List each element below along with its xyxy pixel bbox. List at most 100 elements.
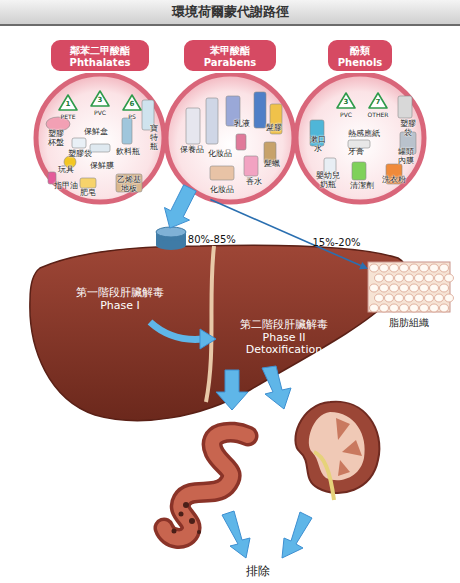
product-label: OTHER: [368, 112, 389, 119]
fat-cell: [400, 264, 409, 272]
fat-cell: [380, 304, 389, 312]
fat-cell: [395, 294, 404, 302]
product-label: PVC: [340, 112, 352, 119]
source-circle: [36, 74, 164, 202]
product-label: 漱口水: [309, 135, 327, 153]
product-icon: [352, 162, 366, 180]
product-label: 塑膠袋: [68, 149, 92, 158]
product-label: 指甲油: [54, 181, 78, 190]
product-label: 罐頭內膜: [397, 147, 415, 165]
fat-cell: [370, 264, 379, 272]
fat-cell: [415, 294, 424, 302]
recycle-symbol: [59, 95, 77, 110]
recycle-symbol: [123, 95, 141, 110]
product-label: 塑膠袋: [397, 119, 419, 137]
product-label: 肥皂: [80, 188, 96, 197]
fat-cell: [420, 264, 429, 272]
phase-label: 第二階段肝臟解毒 Phase II Detoxification: [226, 319, 342, 357]
product-icon: [90, 144, 110, 152]
fat-cell: [370, 304, 379, 312]
product-icon: [254, 92, 266, 128]
product-label: 髮膠: [266, 123, 282, 132]
product-label: 飲料瓶: [116, 147, 140, 156]
fat-cell: [410, 264, 419, 272]
recycle-symbol: [369, 93, 387, 108]
fat-cell: [430, 264, 439, 272]
fat-cell: [445, 294, 454, 302]
header-pill: [50, 39, 150, 72]
fat-cell: [410, 304, 419, 312]
liver: [30, 245, 406, 420]
product-icon: [206, 98, 218, 144]
product-icon: [210, 166, 234, 180]
fat-cell: [435, 274, 444, 282]
kidney-pyramid: [338, 460, 350, 476]
product-label: 洗衣粉: [382, 175, 406, 184]
product-icon: [122, 118, 132, 144]
fat-cell: [380, 264, 389, 272]
title-text: 環境荷爾蒙代謝路徑: [172, 5, 289, 20]
fat-cell: [385, 274, 394, 282]
phase-label: 第一階段肝臟解毒 Phase I: [73, 287, 168, 312]
fat-cell: [395, 274, 404, 282]
product-label: 寶特瓶: [149, 124, 159, 152]
fat-cell: [390, 264, 399, 272]
product-icon: [398, 96, 412, 118]
fat-cell: [405, 294, 414, 302]
recycle-number: 1: [66, 100, 71, 108]
product-label: 熱感應紙: [348, 129, 380, 138]
fat-cell: [375, 294, 384, 302]
fat-cell: [415, 274, 424, 282]
recycle-symbol: [91, 91, 109, 106]
header-pill: [183, 39, 277, 72]
source-circle-node: 鄰苯二甲酸酯 Phthalates1PETE3PVC6PS塑膠杯盤保鮮盒飲料瓶寶…: [30, 38, 170, 208]
product-label: 嬰幼兒奶瓶: [315, 171, 341, 189]
fat-cell: [435, 294, 444, 302]
flow-arrow: [165, 185, 197, 228]
product-icon: [348, 140, 370, 148]
recycle-symbol: [337, 93, 355, 108]
fat-cell: [405, 274, 414, 282]
fat-cell: [390, 284, 399, 292]
header-pill: [327, 39, 393, 72]
portal-vein-top: [156, 227, 186, 237]
kidney-pyramid: [336, 418, 350, 440]
recycle-number: 3: [344, 98, 349, 106]
portal-vein: [156, 240, 186, 250]
source-heading: 苯甲酸酯 Parabens: [191, 45, 269, 68]
product-label: PETE: [61, 114, 76, 121]
source-heading: 酚類 Phenols: [335, 45, 385, 68]
source-circle-node: 酚類 Phenols3PVC7OTHER塑膠袋熱感應紙漱口水牙膏罐頭內膜嬰幼兒奶…: [290, 38, 430, 208]
product-icon: [80, 178, 96, 188]
product-label: 保鮮膜: [90, 161, 114, 170]
recycle-number: 6: [130, 100, 135, 108]
source-heading: 鄰苯二甲酸酯 Phthalates: [58, 45, 142, 68]
fat-cell: [425, 294, 434, 302]
recycle-number: 3: [98, 96, 103, 104]
product-label: 髮蠟: [264, 159, 280, 168]
stool-spot: [179, 512, 184, 517]
stool-spot: [172, 529, 177, 534]
product-label: 脂肪組織: [369, 317, 449, 329]
recycle-number: 7: [376, 98, 381, 106]
fat-tissue: [368, 262, 450, 312]
product-icon: [72, 138, 86, 148]
flow-arrow-body: [165, 185, 197, 228]
product-label: 化妝品: [208, 149, 232, 158]
fat-cell: [440, 284, 449, 292]
kidney: [295, 402, 379, 493]
product-label: 保養品: [180, 145, 204, 154]
source-circle-node: 苯甲酸酯 Parabens保養品化妝品乳液髮膠髮蠟香水化妝品: [160, 38, 300, 208]
flow-arrow: [282, 512, 312, 558]
product-label: 保鮮盒: [84, 127, 108, 136]
fat-cell: [440, 304, 449, 312]
kidney-inner: [309, 412, 365, 480]
liver-ligament: [206, 246, 214, 402]
product-label: 香水: [246, 177, 262, 186]
fat-cell: [430, 284, 439, 292]
product-label: 乙烯基地板: [116, 175, 142, 193]
stool-spot: [183, 502, 189, 508]
